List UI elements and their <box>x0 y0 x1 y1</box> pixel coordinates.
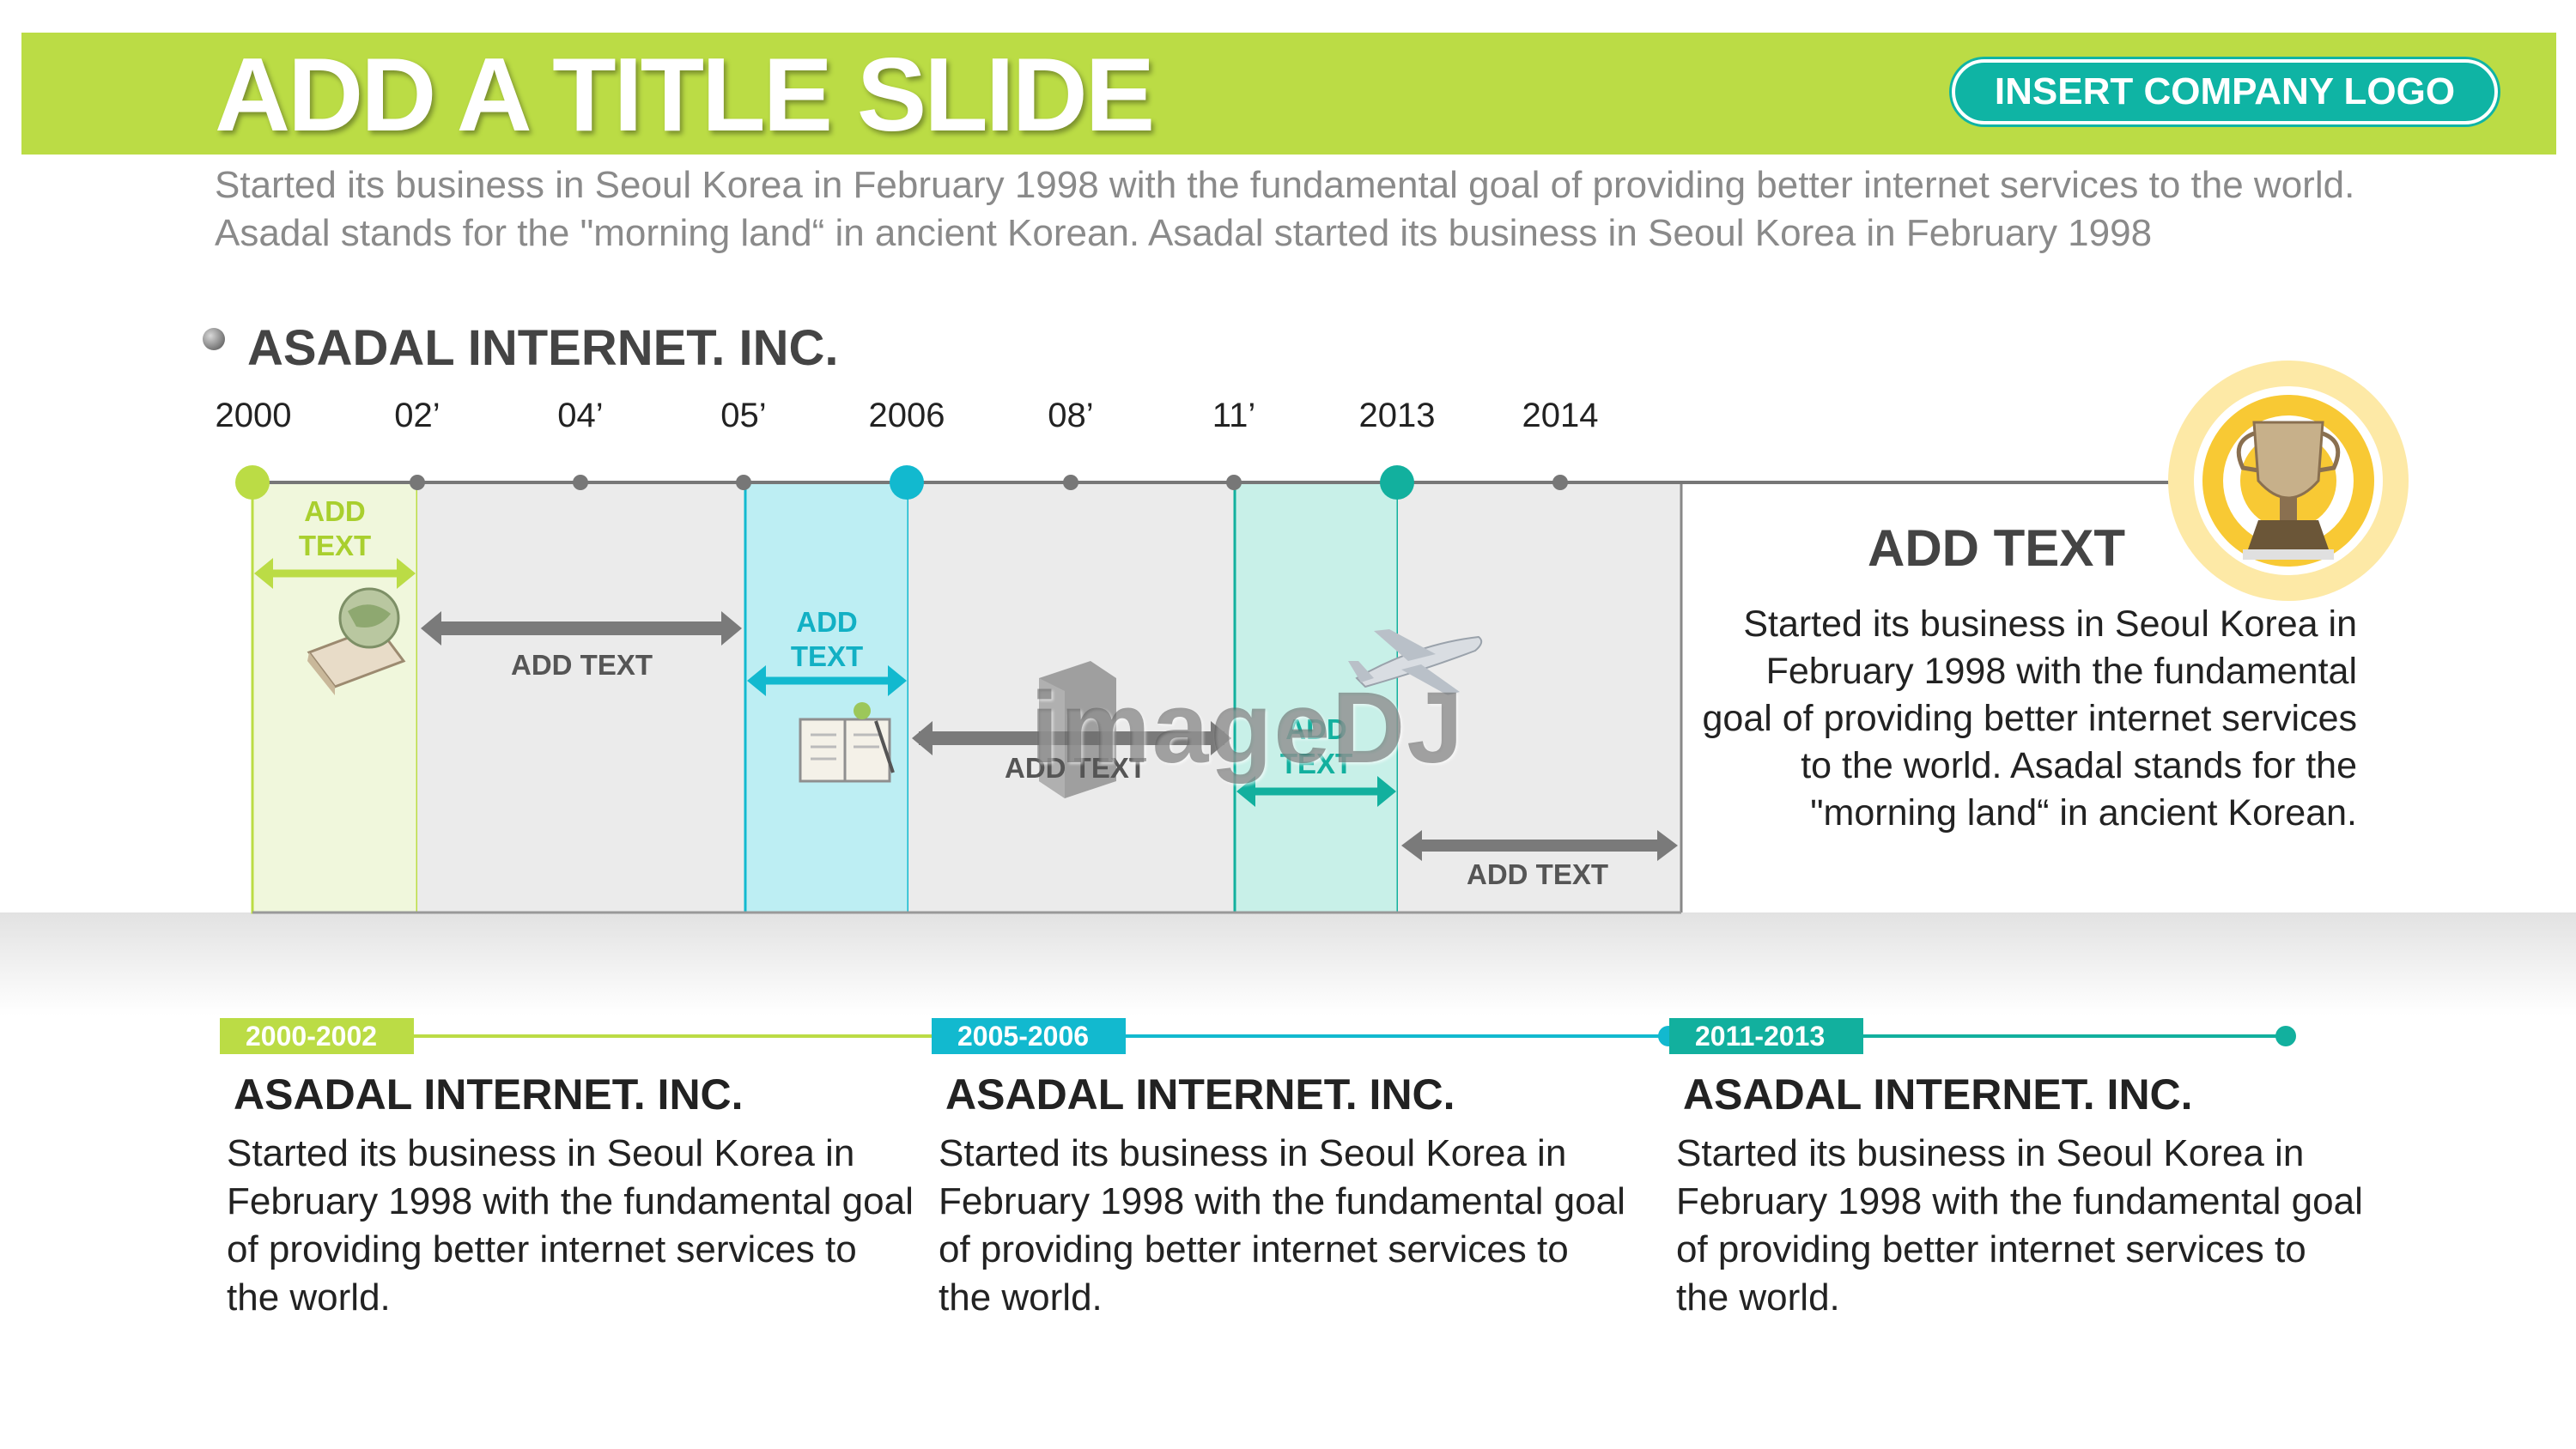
watermark: imageDJ <box>1030 671 1465 785</box>
company-logo-placeholder[interactable]: INSERT COMPANY LOGO <box>1952 59 2498 124</box>
card-divider <box>414 1034 1101 1038</box>
arrow-gray-1 <box>421 611 742 646</box>
arrow-gray-3 <box>1401 830 1678 861</box>
year-label: 08’ <box>1048 397 1094 434</box>
year-label: 2013 <box>1358 397 1436 434</box>
globe-book-icon <box>307 587 406 695</box>
milestone-2006 <box>890 465 924 500</box>
band-label-green: ADD TEXT <box>298 495 372 561</box>
highlight-text: Started its business in Seoul Korea in F… <box>1702 603 2357 834</box>
card-period-tag: 2005-2006 <box>932 1018 1126 1054</box>
open-book-icon <box>799 702 895 783</box>
arrow-green <box>254 558 416 589</box>
card-period-tag: 2000-2002 <box>220 1018 414 1054</box>
band-cyan <box>744 481 910 914</box>
band-gray-1 <box>417 482 745 912</box>
band-green <box>251 481 419 914</box>
year-label: 2006 <box>868 397 945 434</box>
year-label: 11’ <box>1212 397 1256 434</box>
card-text: Started its business in Seoul Korea in F… <box>227 1132 914 1319</box>
year-label: 05’ <box>720 397 767 434</box>
milestone-2013 <box>1380 465 1414 500</box>
trophy-icon <box>2168 361 2409 601</box>
arrow-label-1: ADD TEXT <box>511 649 653 681</box>
card-title: ASADAL INTERNET. INC. <box>1683 1070 2193 1119</box>
shadow-band <box>0 912 2576 1016</box>
band-teal <box>1233 481 1400 914</box>
card-divider <box>1863 1034 2284 1038</box>
band-label-teal: ADD TEXT <box>1279 713 1353 779</box>
section-title: ASADAL INTERNET. INC. <box>247 320 839 376</box>
year-label: 2014 <box>1522 397 1599 434</box>
page-title: ADD A TITLE SLIDE <box>215 36 1155 153</box>
airplane-icon <box>1348 629 1483 695</box>
year-label: 04’ <box>557 397 604 434</box>
card-text: Started its business in Seoul Korea in F… <box>1676 1132 2363 1319</box>
card-text: Started its business in Seoul Korea in F… <box>939 1132 1625 1319</box>
company-logo-label: INSERT COMPANY LOGO <box>1994 70 2456 112</box>
arrow-label-3: ADD TEXT <box>1467 858 1608 890</box>
band-label-cyan: ADD TEXT <box>790 606 864 672</box>
year-label: 02’ <box>394 397 440 434</box>
card-title: ASADAL INTERNET. INC. <box>234 1070 744 1119</box>
watermark-cube-icon <box>1039 661 1116 798</box>
arrow-teal <box>1236 776 1396 807</box>
timeline-graphic <box>235 361 2409 914</box>
card-end-dot <box>2275 1026 2296 1046</box>
card-period-tag: 2011-2013 <box>1669 1018 1863 1054</box>
milestone-2000 <box>235 465 270 500</box>
highlight-title: ADD TEXT <box>1868 519 2125 577</box>
arrow-label-2: ADD TEXT <box>1005 752 1146 784</box>
intro-text: Started its business in Seoul Korea in F… <box>215 164 2355 254</box>
arrow-cyan <box>747 665 907 696</box>
card-title: ASADAL INTERNET. INC. <box>945 1070 1455 1119</box>
bullet-icon <box>203 328 225 350</box>
card-divider <box>1126 1034 1667 1038</box>
year-label: 2000 <box>215 397 292 434</box>
